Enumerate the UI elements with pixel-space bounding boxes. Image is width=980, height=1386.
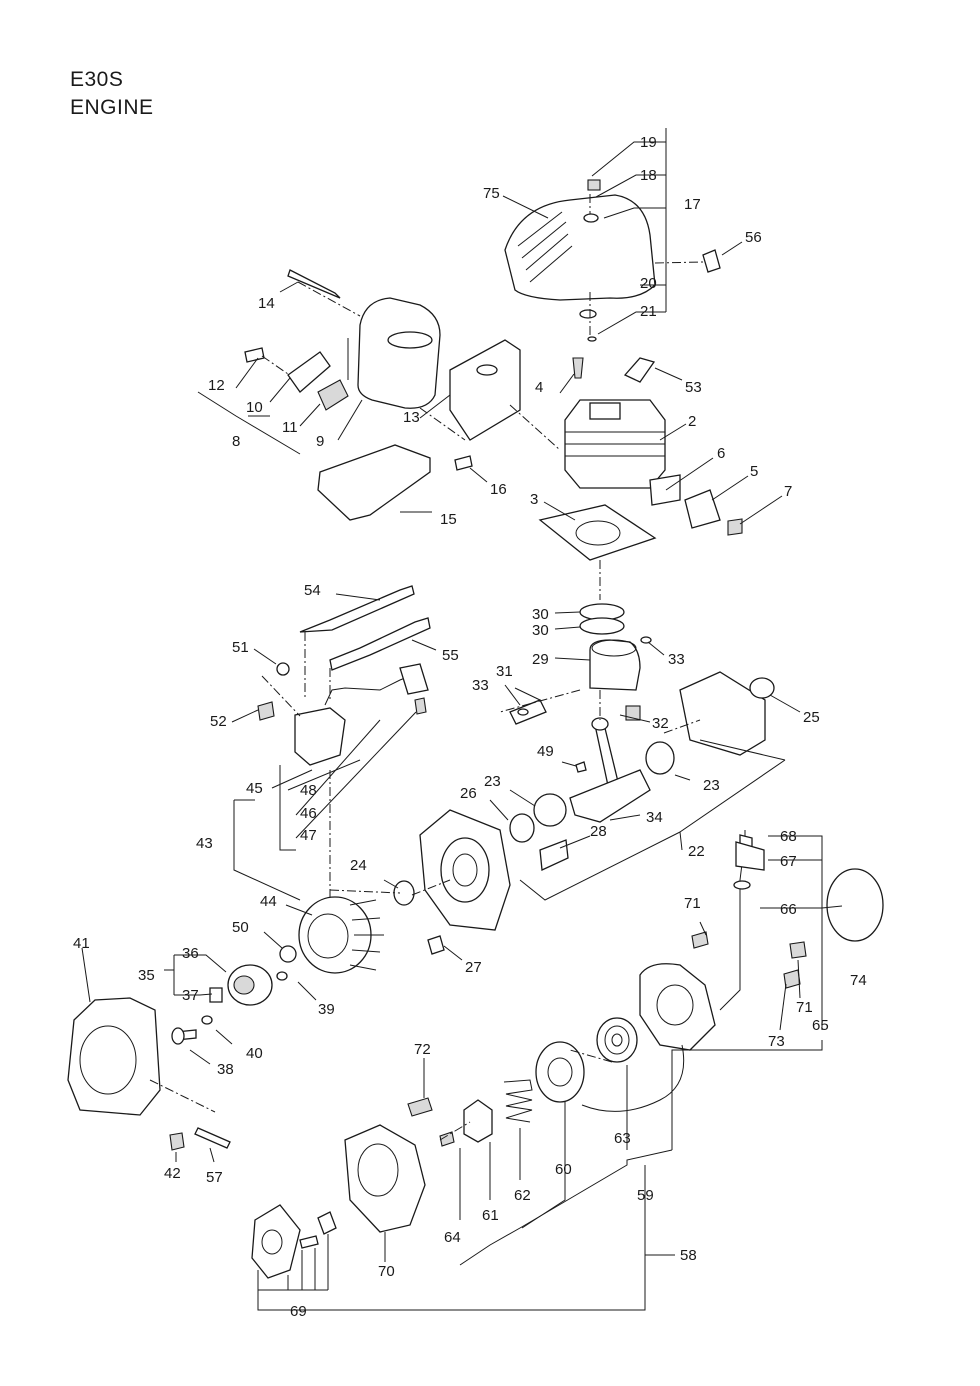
callout-30a: 30 — [532, 606, 549, 623]
callout-26: 26 — [460, 785, 477, 802]
callout-63: 63 — [614, 1130, 631, 1147]
callout-51: 51 — [232, 639, 249, 656]
callout-28: 28 — [590, 823, 607, 840]
callout-8: 8 — [232, 433, 240, 450]
callout-6: 6 — [717, 445, 725, 462]
callout-12: 12 — [208, 377, 225, 394]
callout-29: 29 — [532, 651, 549, 668]
fan-cover-assembly — [67, 997, 231, 1151]
callout-72: 72 — [414, 1041, 431, 1058]
callout-52: 52 — [210, 713, 227, 730]
callout-40: 40 — [246, 1045, 263, 1062]
callout-71a: 71 — [684, 895, 701, 912]
cylinder-cover-assembly — [504, 179, 721, 342]
callout-66: 66 — [780, 901, 797, 918]
crankcase-assembly — [393, 809, 511, 955]
callout-43: 43 — [196, 835, 213, 852]
callout-38: 38 — [217, 1061, 234, 1078]
callout-53: 53 — [685, 379, 702, 396]
callout-34: 34 — [646, 809, 663, 826]
piston-crank-assembly — [509, 603, 775, 871]
callout-11: 11 — [282, 419, 298, 436]
callout-46: 46 — [300, 805, 317, 822]
callout-57: 57 — [206, 1169, 223, 1186]
muffler-assembly — [244, 269, 521, 521]
callout-64: 64 — [444, 1229, 461, 1246]
callout-37: 37 — [182, 987, 199, 1004]
callout-20: 20 — [640, 275, 657, 292]
callout-45: 45 — [246, 780, 263, 797]
callout-33b: 33 — [472, 677, 489, 694]
callout-39: 39 — [318, 1001, 335, 1018]
callout-2: 2 — [688, 413, 696, 430]
callout-49: 49 — [537, 743, 554, 760]
callout-69: 69 — [290, 1303, 307, 1320]
callout-18: 18 — [640, 167, 657, 184]
callout-7: 7 — [784, 483, 792, 500]
flywheel-clutch-assembly — [171, 896, 384, 1045]
callout-30b: 30 — [532, 622, 549, 639]
callout-35: 35 — [138, 967, 155, 984]
callout-22: 22 — [688, 843, 705, 860]
callout-50: 50 — [232, 919, 249, 936]
callout-70: 70 — [378, 1263, 395, 1280]
callout-17: 17 — [684, 196, 701, 213]
callout-19: 19 — [640, 134, 657, 151]
callout-14: 14 — [258, 295, 275, 312]
ignition-assembly — [257, 585, 431, 766]
callout-74: 74 — [850, 972, 867, 989]
callout-32: 32 — [652, 715, 669, 732]
callout-42: 42 — [164, 1165, 181, 1182]
callout-24: 24 — [350, 857, 367, 874]
callout-21: 21 — [640, 303, 657, 320]
callout-59: 59 — [637, 1187, 654, 1204]
callout-75: 75 — [483, 185, 500, 202]
recoil-starter-assembly — [251, 830, 884, 1279]
callout-3: 3 — [530, 491, 538, 508]
callout-54: 54 — [304, 582, 321, 599]
callout-31: 31 — [496, 663, 513, 680]
callout-25: 25 — [803, 709, 820, 726]
callout-9: 9 — [316, 433, 324, 450]
diagram-model-title: E30S — [70, 68, 124, 91]
callout-48: 48 — [300, 782, 317, 799]
callout-44: 44 — [260, 893, 277, 910]
callout-73: 73 — [768, 1033, 785, 1050]
callout-60: 60 — [555, 1161, 572, 1178]
callout-23a: 23 — [703, 777, 720, 794]
callout-62: 62 — [514, 1187, 531, 1204]
callout-23b: 23 — [484, 773, 501, 790]
cylinder-assembly — [538, 357, 743, 561]
callout-36: 36 — [182, 945, 199, 962]
callout-68: 68 — [780, 828, 797, 845]
callout-4: 4 — [535, 379, 543, 396]
callout-67: 67 — [780, 853, 797, 870]
callout-71b: 71 — [796, 999, 813, 1016]
callout-15: 15 — [440, 511, 457, 528]
callout-41: 41 — [73, 935, 90, 952]
diagram-section-title: ENGINE — [70, 96, 154, 119]
callout-33a: 33 — [668, 651, 685, 668]
callout-58: 58 — [680, 1247, 697, 1264]
callout-61: 61 — [482, 1207, 499, 1224]
callout-10: 10 — [246, 399, 263, 416]
callout-27: 27 — [465, 959, 482, 976]
callout-65: 65 — [812, 1017, 829, 1034]
callout-56: 56 — [745, 229, 762, 246]
callout-13: 13 — [403, 409, 420, 426]
callout-16: 16 — [490, 481, 507, 498]
callout-5: 5 — [750, 463, 758, 480]
callout-55: 55 — [442, 647, 459, 664]
callout-47: 47 — [300, 827, 317, 844]
